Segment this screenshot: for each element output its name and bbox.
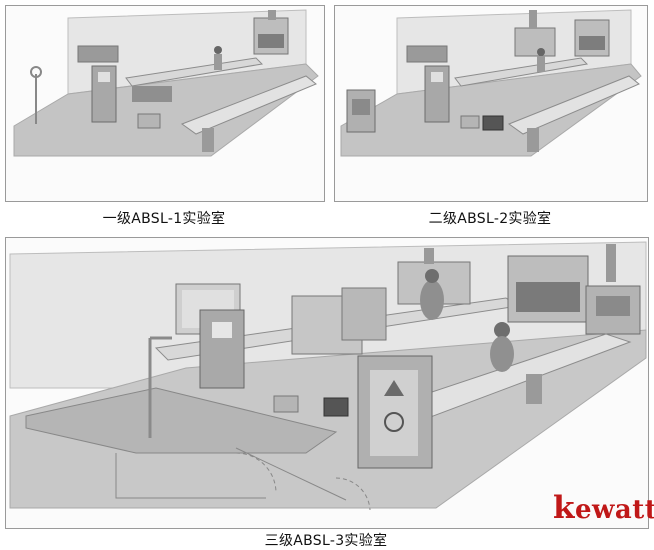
absl2-caption: 二级ABSL-2实验室 (428, 211, 552, 227)
kewatt-logo: kewatt (553, 490, 654, 526)
kewatt-logo-k: k (553, 490, 575, 526)
absl3-panel (5, 237, 649, 529)
absl2-panel (334, 5, 648, 202)
absl1-caption: 一级ABSL-1实验室 (102, 211, 226, 227)
absl3-caption: 三级ABSL-3实验室 (264, 533, 388, 549)
absl1-panel (5, 5, 325, 202)
kewatt-logo-rest: ewatt (574, 495, 654, 525)
absl1-lab-illustration (13, 9, 319, 157)
absl3-lab-illustration (9, 241, 647, 511)
absl2-lab-illustration (340, 9, 642, 157)
